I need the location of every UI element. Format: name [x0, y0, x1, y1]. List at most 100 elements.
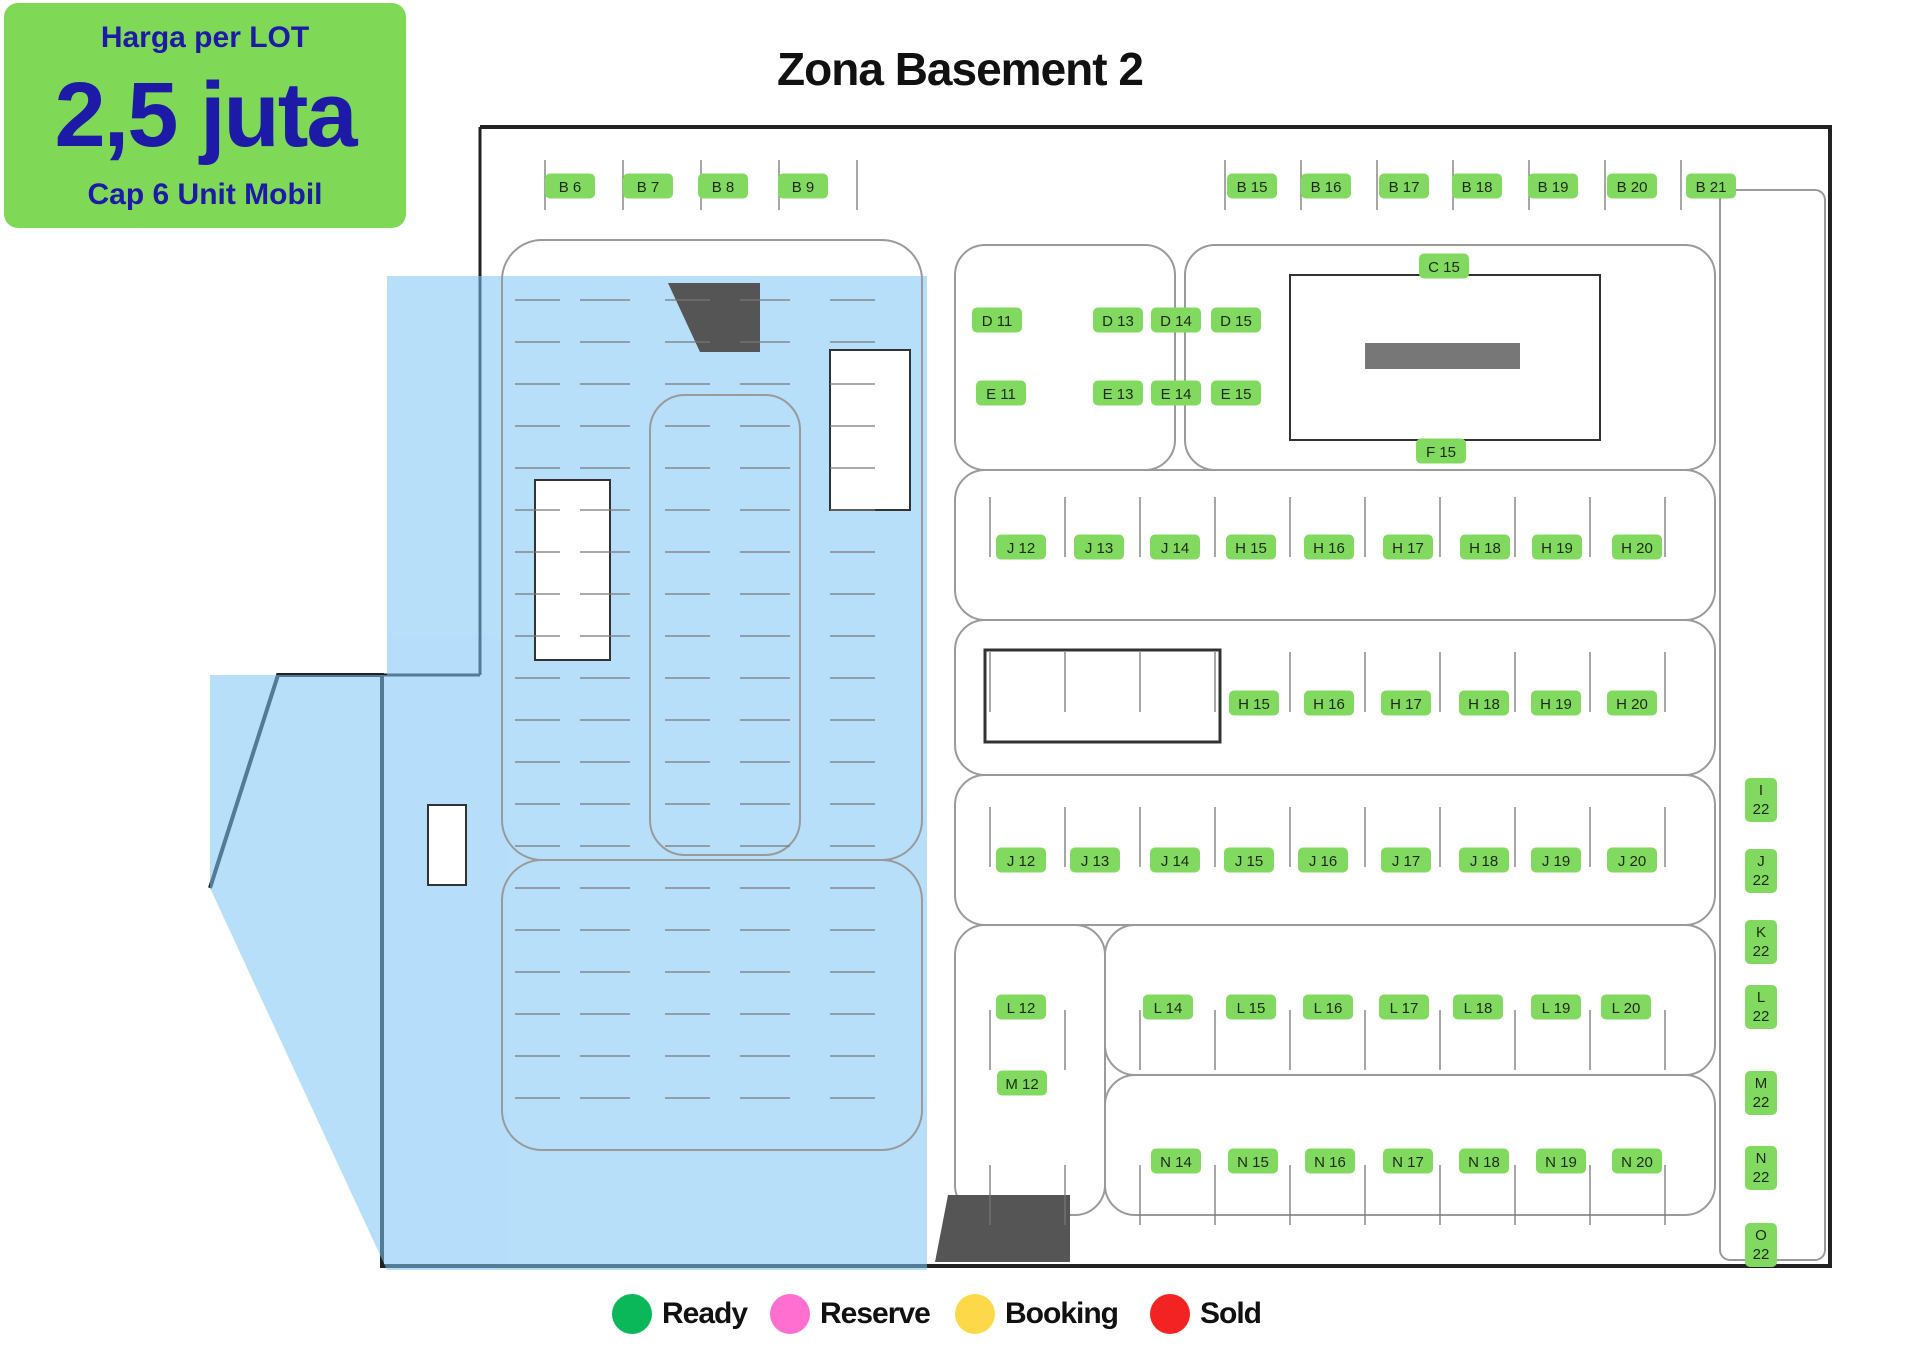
lot-tag[interactable]: N 19 — [1536, 1148, 1586, 1174]
lot-tag[interactable]: N 15 — [1228, 1148, 1278, 1174]
legend-ready: Ready — [612, 1292, 748, 1336]
lot-label: N 18 — [1468, 1154, 1500, 1171]
lot-label: 22 — [1753, 801, 1770, 818]
lot-tag-bg — [1416, 438, 1466, 464]
lot-label: B 7 — [637, 179, 660, 196]
lot-tag[interactable]: E 15 — [1211, 380, 1261, 406]
lot-tag-bg — [1686, 173, 1736, 199]
lot-tag-bg — [623, 173, 673, 199]
lot-tag[interactable]: B 6 — [545, 173, 595, 199]
lot-tag[interactable]: J 13 — [1070, 847, 1120, 873]
lot-tag-bg — [1228, 1148, 1278, 1174]
lot-label: C 15 — [1428, 259, 1460, 276]
lot-label: H 19 — [1540, 696, 1572, 713]
lot-tag-bg — [1303, 994, 1353, 1020]
lot-tag[interactable]: B 21 — [1686, 173, 1736, 199]
lot-tag-bg — [1229, 690, 1279, 716]
lot-tag[interactable]: K22 — [1745, 920, 1777, 964]
lot-tag[interactable]: B 17 — [1379, 173, 1429, 199]
lot-tag[interactable]: J 16 — [1298, 847, 1348, 873]
lot-tag[interactable]: H 18 — [1459, 690, 1509, 716]
lot-tag[interactable]: L 14 — [1143, 994, 1193, 1020]
lot-tag[interactable]: H 19 — [1532, 534, 1582, 560]
lot-tag[interactable]: B 9 — [778, 173, 828, 199]
lot-tag[interactable]: J 13 — [1074, 534, 1124, 560]
lot-tag-bg — [1304, 534, 1354, 560]
lot-tag[interactable]: B 18 — [1452, 173, 1502, 199]
lot-tag[interactable]: E 13 — [1093, 380, 1143, 406]
lot-label: K — [1756, 924, 1766, 941]
price-label: Harga per LOT — [100, 21, 310, 54]
lot-tag-bg — [1379, 173, 1429, 199]
lot-tag[interactable]: L 17 — [1379, 994, 1429, 1020]
lot-tag[interactable]: H 20 — [1612, 534, 1662, 560]
lot-tag[interactable]: H 15 — [1226, 534, 1276, 560]
lot-tag[interactable]: L22 — [1745, 985, 1777, 1029]
lot-tag[interactable]: E 14 — [1151, 380, 1201, 406]
lot-tag[interactable]: I 22 — [1745, 778, 1777, 822]
lot-tag[interactable]: N 16 — [1305, 1148, 1355, 1174]
lot-tag[interactable]: N 17 — [1383, 1148, 1433, 1174]
lot-tag[interactable]: J 15 — [1224, 847, 1274, 873]
lot-tag[interactable]: B 19 — [1528, 173, 1578, 199]
lot-tag[interactable]: H 19 — [1531, 690, 1581, 716]
lot-tag-bg — [1536, 1148, 1586, 1174]
lot-label: L 17 — [1390, 1000, 1419, 1017]
lot-label: J 14 — [1161, 540, 1189, 557]
lot-tag[interactable]: H 20 — [1607, 690, 1657, 716]
lot-tag[interactable]: D 14 — [1151, 307, 1201, 333]
lot-tag[interactable]: O22 — [1745, 1223, 1777, 1267]
lot-tag[interactable]: J22 — [1745, 849, 1777, 893]
lot-tag[interactable]: C 15 — [1419, 253, 1469, 279]
lot-tag[interactable]: F 15 — [1416, 438, 1466, 464]
lot-tag[interactable]: B 20 — [1607, 173, 1657, 199]
lot-label: M — [1755, 1075, 1768, 1092]
lot-label: H 15 — [1235, 540, 1267, 557]
lot-tag[interactable]: H 16 — [1304, 534, 1354, 560]
lot-tag[interactable]: M 12 — [997, 1070, 1047, 1096]
lot-tag[interactable]: H 18 — [1460, 534, 1510, 560]
lot-tag[interactable]: H 17 — [1383, 534, 1433, 560]
lot-tag[interactable]: E 11 — [976, 380, 1026, 406]
capacity-label: Cap 6 Unit Mobil — [87, 178, 323, 211]
lot-tag[interactable]: L 20 — [1601, 994, 1651, 1020]
lot-tag[interactable]: M22 — [1745, 1071, 1777, 1115]
lot-tag-bg — [1381, 690, 1431, 716]
lot-tag[interactable]: N 14 — [1151, 1148, 1201, 1174]
lot-tag[interactable]: J 14 — [1150, 847, 1200, 873]
lot-tag[interactable]: J 14 — [1150, 534, 1200, 560]
lot-tag[interactable]: D 13 — [1093, 307, 1143, 333]
lot-tag[interactable]: B 7 — [623, 173, 673, 199]
lot-tag[interactable]: B 15 — [1227, 173, 1277, 199]
lot-tag[interactable]: L 19 — [1531, 994, 1581, 1020]
lot-tag[interactable]: J 19 — [1531, 847, 1581, 873]
lot-tag-bg — [1211, 380, 1261, 406]
lot-tag[interactable]: J 20 — [1607, 847, 1657, 873]
lot-tag[interactable]: L 12 — [996, 994, 1046, 1020]
lot-tag[interactable]: J 12 — [996, 847, 1046, 873]
escalator — [1365, 343, 1520, 369]
lot-tag[interactable]: J 17 — [1381, 847, 1431, 873]
lot-tag[interactable]: L 16 — [1303, 994, 1353, 1020]
lot-tag[interactable]: H 15 — [1229, 690, 1279, 716]
lot-tag[interactable]: D 15 — [1211, 307, 1261, 333]
lot-label: B 15 — [1237, 179, 1268, 196]
lot-tag[interactable]: J 18 — [1459, 847, 1509, 873]
lot-tag[interactable]: B 16 — [1301, 173, 1351, 199]
lot-tag[interactable]: H 16 — [1304, 690, 1354, 716]
lot-tag[interactable]: B 8 — [698, 173, 748, 199]
lot-tag[interactable]: N22 — [1745, 1146, 1777, 1190]
lot-label: F 15 — [1426, 444, 1456, 461]
lot-tag[interactable]: N 20 — [1612, 1148, 1662, 1174]
lot-label: O — [1755, 1227, 1767, 1244]
lot-tag[interactable]: N 18 — [1459, 1148, 1509, 1174]
lot-tag[interactable]: J 12 — [996, 534, 1046, 560]
lot-tag[interactable]: L 18 — [1453, 994, 1503, 1020]
lot-tag[interactable]: L 15 — [1226, 994, 1276, 1020]
lot-tag[interactable]: H 17 — [1381, 690, 1431, 716]
lot-label: J 14 — [1161, 853, 1189, 870]
lot-label: I — [1759, 782, 1763, 799]
lot-tag[interactable]: D 11 — [972, 307, 1022, 333]
page-title: Zona Basement 2 — [777, 43, 1144, 95]
